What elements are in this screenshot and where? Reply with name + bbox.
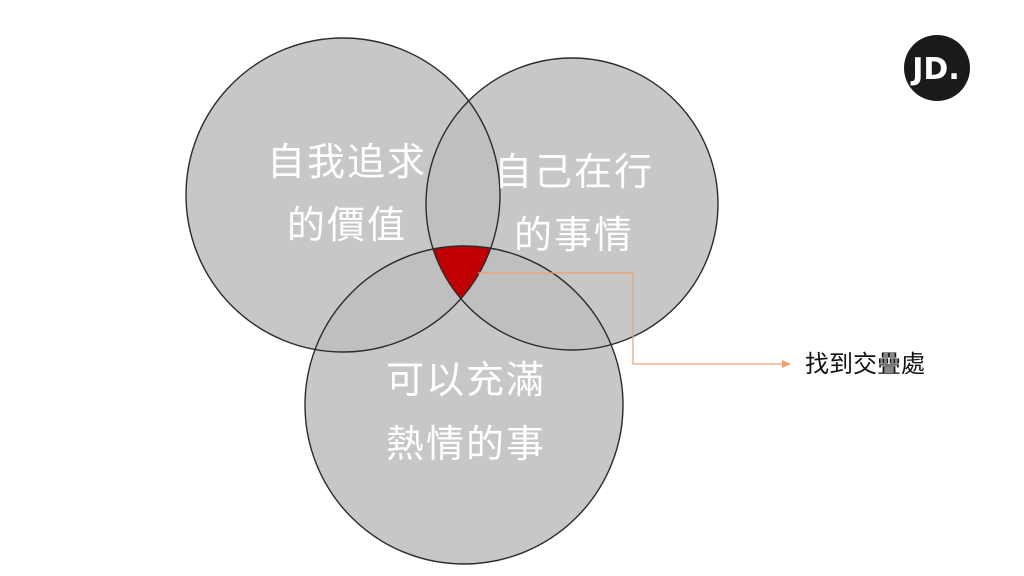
circle-passion-label-2: 熱情的事 (386, 422, 546, 466)
circle-good-at-label-1: 自己在行 (494, 150, 654, 194)
circle-self-value-label-1: 自我追求 (267, 140, 427, 184)
circle-good-at-label-2: 的事情 (514, 213, 634, 257)
circle-self-value-label-2: 的價值 (287, 203, 407, 247)
circle-passion (305, 246, 623, 564)
logo-text: JD. (910, 52, 959, 87)
circle-passion-outline (304, 245, 624, 565)
callout-arrowhead (782, 360, 791, 368)
callout-label: 找到交疊處 (805, 350, 925, 378)
circle-passion-label-1: 可以充滿 (386, 358, 546, 402)
jd-logo: JD. (904, 35, 970, 101)
circle-self-value-outline (185, 37, 501, 353)
callout-line (478, 272, 783, 365)
logo-badge (904, 35, 970, 101)
circle-good-at-outline (425, 57, 719, 351)
